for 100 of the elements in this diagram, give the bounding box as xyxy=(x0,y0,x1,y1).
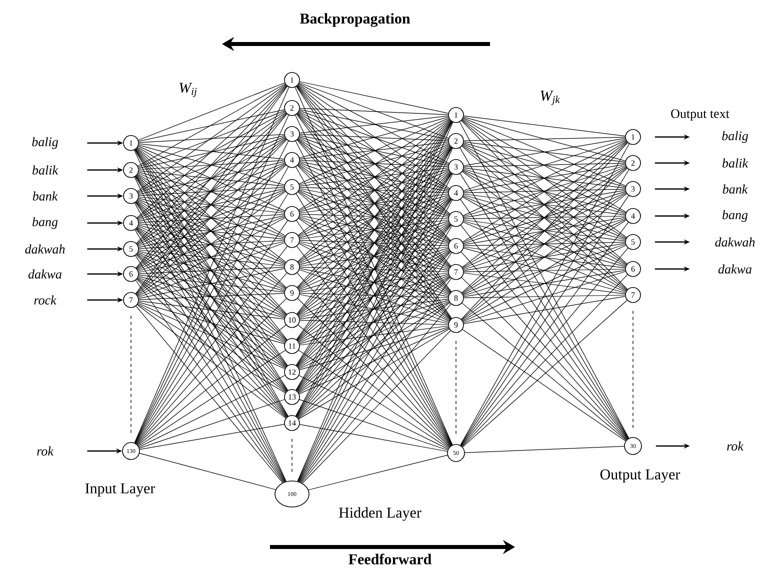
connection-line xyxy=(464,216,626,220)
connection-line xyxy=(137,304,286,394)
word-label: rok xyxy=(37,446,54,456)
connection-line xyxy=(138,190,286,271)
connection-line xyxy=(464,446,624,453)
connection-line xyxy=(298,302,450,394)
connection-line xyxy=(138,160,284,170)
connection-line xyxy=(138,172,285,212)
connection-line xyxy=(298,277,450,418)
connection-line xyxy=(138,267,284,274)
connection-line xyxy=(299,110,449,165)
word-label: dakwah xyxy=(715,237,755,247)
connection-line xyxy=(137,84,286,192)
connection-line xyxy=(138,138,286,220)
word-label: bank xyxy=(722,184,748,194)
connection-line xyxy=(136,112,286,244)
connection-line xyxy=(300,142,448,160)
connection-line xyxy=(298,111,450,190)
connection-line xyxy=(138,188,285,222)
connection-line xyxy=(464,294,626,298)
connection-line xyxy=(300,108,448,115)
connection-line xyxy=(298,300,450,370)
connection-line xyxy=(138,240,284,249)
connection-line xyxy=(138,162,285,220)
connection-line xyxy=(462,194,628,320)
connection-line xyxy=(299,162,449,217)
connection-line xyxy=(298,251,450,392)
word-label: bang xyxy=(32,217,58,229)
connection-line xyxy=(137,298,287,446)
connection-line xyxy=(298,276,450,368)
connection-line xyxy=(300,246,448,266)
connection-line xyxy=(298,84,450,189)
connection-line xyxy=(300,116,448,134)
connection-line xyxy=(299,399,448,450)
connection-line xyxy=(138,144,285,186)
connection-line xyxy=(138,172,286,238)
connection-line xyxy=(462,168,628,320)
connection-line xyxy=(299,268,449,297)
connection-line xyxy=(138,196,284,214)
connection-line xyxy=(138,84,286,166)
connection-line xyxy=(136,175,287,315)
connection-line xyxy=(138,109,285,142)
connection-line xyxy=(138,198,285,238)
connection-line xyxy=(138,224,285,266)
connection-line xyxy=(299,81,449,114)
connection-line xyxy=(138,324,286,446)
connection-line xyxy=(300,214,448,220)
connection-line xyxy=(139,399,285,448)
connection-line xyxy=(299,161,449,192)
connection-line xyxy=(138,170,284,186)
connection-line xyxy=(464,242,626,246)
connection-line xyxy=(461,142,628,320)
layer-label: Hidden Layer xyxy=(339,507,422,521)
connection-line xyxy=(138,242,285,298)
connection-line xyxy=(298,118,450,184)
connection-line xyxy=(298,328,450,420)
layer-label: Output Layer xyxy=(600,469,680,483)
connection-line xyxy=(138,161,285,195)
connection-line xyxy=(299,300,449,344)
connection-line xyxy=(138,146,286,212)
connection-line xyxy=(298,83,450,164)
connection-line xyxy=(300,298,448,320)
connection-line xyxy=(300,326,448,346)
connection-line xyxy=(138,216,285,272)
connection-line xyxy=(298,84,450,214)
connection-line xyxy=(136,201,287,341)
connection-line xyxy=(138,190,285,246)
connection-line xyxy=(300,186,448,194)
connection-line xyxy=(300,320,448,326)
connection-line xyxy=(137,252,286,342)
connection-line xyxy=(138,250,284,266)
column-heading: Output text xyxy=(671,109,730,121)
word-label: dakwa xyxy=(718,264,752,274)
connection-line xyxy=(139,453,276,490)
word-label: rok xyxy=(727,441,744,451)
connection-line xyxy=(299,142,449,186)
connection-line xyxy=(138,350,286,446)
connection-line xyxy=(136,228,286,367)
connection-line xyxy=(138,111,286,192)
word-label: balik xyxy=(722,158,748,168)
connection-line xyxy=(136,304,286,418)
connection-line xyxy=(298,250,450,368)
connection-line xyxy=(136,253,286,368)
connection-line xyxy=(138,274,284,292)
heading: Backpropagation xyxy=(300,13,410,27)
connection-line xyxy=(137,112,286,219)
connection-line xyxy=(138,250,285,292)
connection-line xyxy=(299,194,449,238)
connection-line xyxy=(136,278,286,392)
connection-line xyxy=(137,146,286,236)
connection-line xyxy=(138,226,286,290)
connection-line xyxy=(302,330,451,484)
connection-line xyxy=(138,252,286,318)
connection-line xyxy=(299,136,449,191)
connection-line xyxy=(299,135,449,166)
connection-line xyxy=(138,187,284,196)
connection-line xyxy=(298,350,449,448)
connection-line xyxy=(299,215,449,245)
connection-line xyxy=(136,279,286,418)
connection-line xyxy=(299,189,449,244)
